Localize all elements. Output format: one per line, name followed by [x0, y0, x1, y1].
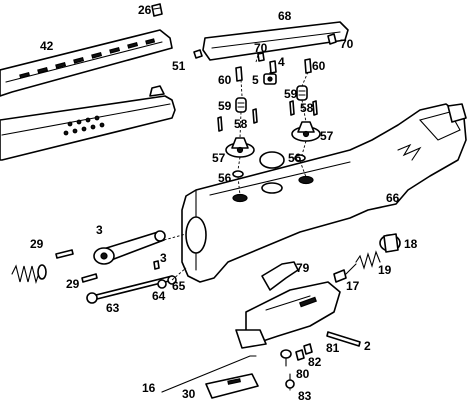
part-60-screw-left: [235, 66, 243, 82]
part-60-screw-right: [304, 58, 312, 74]
part-83-screw: [285, 373, 295, 389]
callout-18: 18: [404, 237, 418, 251]
callout-64: 64: [152, 289, 166, 303]
part-63-rod: [86, 275, 174, 304]
trigger-assembly: [235, 261, 341, 349]
part-82-screw: [295, 349, 305, 361]
part-57-mount-right: [291, 121, 321, 142]
callout-68: 68: [278, 9, 292, 23]
part-58-screw-right-b: [312, 100, 318, 116]
callout-labels: 26 42 51 68 70 70 60 60 4 5 59 59 58 58 …: [30, 3, 418, 403]
barrel-vent-holes: [63, 115, 105, 136]
part-3-pin: [153, 260, 160, 270]
callout-29a: 29: [30, 237, 44, 251]
callout-80: 80: [296, 367, 310, 381]
callout-42: 42: [40, 39, 54, 53]
callout-82: 82: [308, 355, 322, 369]
part-19-spring: [355, 250, 381, 270]
callout-3a: 3: [96, 223, 103, 237]
part-58-screw-left-a: [217, 116, 223, 132]
callout-26: 26: [138, 3, 152, 17]
part-70-screw-right: [327, 33, 337, 45]
callout-70b: 70: [340, 37, 354, 51]
part-56-nut-left: [232, 170, 244, 178]
part-81-screw: [303, 343, 313, 355]
callout-2: 2: [364, 339, 371, 353]
callout-79: 79: [296, 261, 310, 275]
part-17-plunger: [333, 263, 357, 283]
callout-51: 51: [172, 59, 186, 73]
part-70-screw-left: [257, 52, 265, 62]
callout-66: 66: [386, 191, 400, 205]
barrel-part: [0, 85, 176, 161]
part-80-screw: [280, 349, 292, 367]
callout-57b: 57: [320, 129, 334, 143]
callout-58b: 58: [300, 101, 314, 115]
part-57-mount-left: [225, 137, 255, 158]
callout-81: 81: [326, 341, 340, 355]
part-18-cap: [379, 233, 401, 253]
part-64-ring: [157, 279, 167, 289]
part-26-clip: [151, 3, 163, 17]
callout-65: 65: [172, 279, 186, 293]
part-3-tube: [93, 230, 166, 265]
callout-56b: 56: [288, 151, 302, 165]
part-5-nut: [263, 73, 277, 85]
spring-part: [11, 264, 47, 284]
part-58-screw-left-b: [252, 108, 258, 124]
part-59-spacer-right: [296, 85, 308, 101]
part-29-screw-bottom: [81, 273, 98, 283]
stock-cap: [259, 151, 285, 169]
cheek-piece-part: [202, 21, 349, 61]
callout-3b: 3: [160, 251, 167, 265]
part-59-spacer-left: [235, 97, 247, 113]
stock-part: [181, 103, 467, 283]
callout-56a: 56: [218, 171, 232, 185]
barrel-shroud-part: [0, 29, 173, 97]
callout-5: 5: [252, 73, 259, 87]
shroud-slots: [19, 38, 156, 79]
part-2-pin: [326, 331, 361, 347]
part-30-plate: [205, 373, 259, 399]
callout-4: 4: [278, 55, 285, 69]
callout-59b: 59: [284, 87, 298, 101]
callout-19: 19: [378, 263, 392, 277]
callout-57a: 57: [212, 151, 226, 165]
callout-30: 30: [182, 387, 196, 401]
callout-63: 63: [106, 301, 120, 315]
callout-70a: 70: [254, 41, 268, 55]
callout-16: 16: [142, 381, 156, 395]
callout-17: 17: [346, 279, 360, 293]
callout-60b: 60: [312, 59, 326, 73]
leader-lines: [163, 54, 309, 392]
part-58-screw-right-a: [289, 100, 295, 116]
part-29-screw-top: [55, 249, 74, 259]
callout-29b: 29: [66, 277, 80, 291]
callout-58a: 58: [234, 117, 248, 131]
callout-60a: 60: [218, 73, 232, 87]
callout-59a: 59: [218, 99, 232, 113]
callout-83: 83: [298, 389, 312, 403]
part-4-screw: [269, 60, 277, 74]
part-16-rod: [161, 355, 257, 393]
part-51-pin: [193, 49, 203, 59]
